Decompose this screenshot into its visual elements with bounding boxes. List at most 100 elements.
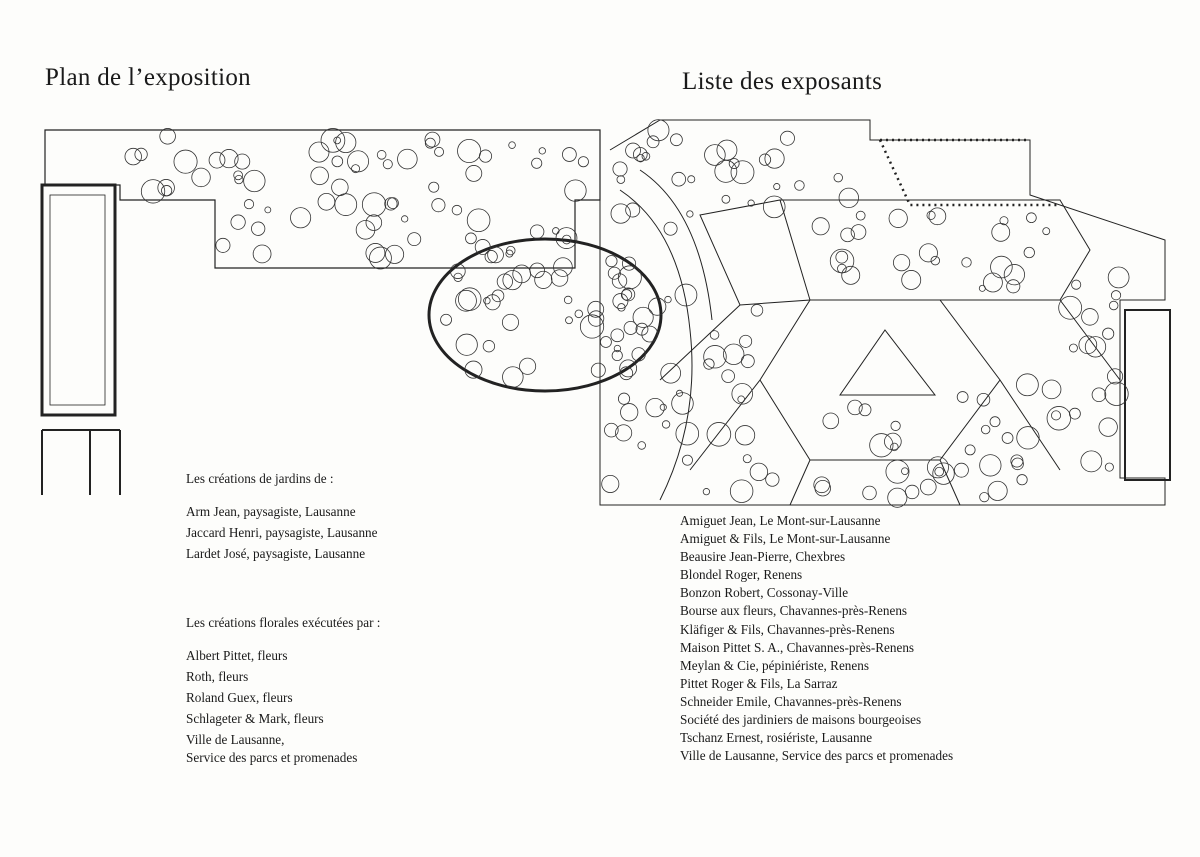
tree-symbol — [243, 169, 266, 193]
tree-symbol — [424, 131, 441, 148]
exhibitor-item: Blondel Roger, Renens — [680, 567, 803, 583]
tree-symbol — [663, 221, 678, 236]
tree-symbol — [979, 454, 1002, 477]
tree-symbol — [331, 155, 344, 168]
tree-symbol — [989, 416, 1001, 428]
tree-symbol — [794, 180, 805, 191]
tree-symbol — [976, 392, 991, 407]
tree-symbol — [934, 466, 945, 477]
tree-symbol — [622, 256, 637, 271]
tree-symbol — [983, 272, 1003, 293]
tree-symbol — [840, 227, 855, 243]
tree-symbol — [888, 208, 908, 228]
tree-symbol — [869, 433, 894, 458]
tree-symbol — [885, 459, 910, 484]
tree-symbol — [455, 289, 477, 312]
tree-symbol — [230, 214, 246, 230]
tree-symbol — [660, 362, 682, 384]
floral-creators-section: Les créations florales exécutées par : A… — [186, 612, 380, 766]
tree-symbol — [590, 362, 606, 378]
tree-symbol — [702, 488, 711, 496]
tree-symbol — [605, 255, 618, 268]
tree-symbol — [822, 412, 840, 430]
tree-symbol — [813, 476, 831, 494]
tree-symbol — [482, 340, 496, 353]
tree-symbol — [233, 170, 243, 181]
list-item: Service des parcs et promenades — [186, 750, 358, 765]
tree-symbol — [458, 287, 482, 311]
tree-symbol — [464, 360, 483, 379]
tree-symbol — [365, 243, 386, 263]
section-heading: Les créations florales exécutées par : — [186, 615, 381, 630]
tree-symbol — [376, 150, 387, 160]
tree-symbol — [623, 320, 638, 335]
tree-symbol — [1051, 410, 1062, 421]
tree-symbol — [483, 297, 491, 305]
section-heading: Les créations de jardins de : — [186, 471, 334, 486]
tree-symbol — [841, 265, 861, 285]
tree-symbol — [538, 147, 546, 155]
tree-symbol — [926, 456, 949, 479]
tree-symbol — [890, 420, 901, 431]
tree-symbol — [722, 343, 745, 366]
tree-symbol — [552, 227, 560, 235]
tree-symbol — [450, 263, 466, 279]
tree-symbol — [765, 472, 780, 487]
tree-symbol — [140, 179, 166, 204]
tree-symbol — [612, 161, 628, 177]
tree-symbol — [1001, 432, 1014, 444]
tree-symbol — [333, 136, 341, 145]
exhibitor-item: Amiguet & Fils, Le Mont-sur-Lausanne — [680, 531, 891, 547]
tree-symbol — [243, 199, 255, 210]
tree-symbol — [932, 462, 955, 485]
exhibitor-item: Kläfiger & Fils, Chavannes-près-Renens — [680, 621, 895, 637]
tree-symbol — [555, 227, 578, 249]
tree-symbol — [604, 422, 619, 438]
tree-symbol — [814, 479, 831, 497]
tree-symbol — [762, 195, 786, 219]
tree-symbol — [687, 175, 696, 184]
tree-symbol — [704, 144, 726, 166]
tree-symbol — [926, 210, 936, 220]
tree-symbol — [577, 156, 589, 168]
tree-symbol — [676, 389, 683, 397]
tree-symbol — [424, 137, 436, 149]
tree-symbol — [742, 454, 752, 464]
exhibitor-item: Ville de Lausanne, Service des parcs et … — [680, 748, 954, 764]
tree-symbol — [1016, 373, 1039, 397]
tree-symbol — [600, 336, 612, 348]
exhibitor-item: Tschanz Ernest, rosiériste, Lausanne — [680, 730, 873, 746]
exhibitor-item: Pittet Roger & Fils, La Sarraz — [680, 675, 838, 691]
tree-symbol — [290, 207, 312, 229]
left-page-title: Plan de l’exposition — [45, 64, 251, 91]
tree-symbol — [721, 194, 731, 204]
exhibitor-item: Société des jardiniers de maisons bourge… — [680, 712, 922, 728]
tree-symbol — [686, 210, 694, 218]
tree-symbol — [331, 178, 349, 197]
tree-symbol — [574, 309, 584, 319]
tree-symbol — [1098, 417, 1118, 437]
tree-symbol — [659, 403, 667, 411]
tree-symbol — [347, 150, 370, 173]
tree-symbol — [465, 165, 483, 182]
tree-symbol — [351, 164, 361, 174]
tree-symbol — [1069, 407, 1081, 420]
tree-symbol — [234, 153, 251, 170]
list-item: Ville de Lausanne, — [186, 732, 285, 747]
tree-symbol — [641, 325, 659, 343]
tree-symbol — [619, 366, 634, 381]
tree-symbol — [964, 444, 976, 456]
tree-symbol — [1058, 295, 1083, 320]
tree-symbol — [855, 210, 866, 221]
list-item: Roth, fleurs — [186, 669, 249, 684]
tree-symbol — [978, 284, 986, 292]
tree-symbol — [613, 344, 622, 353]
tree-symbol — [625, 202, 641, 218]
tree-symbol — [384, 197, 398, 211]
tree-symbol — [739, 334, 753, 348]
tree-symbol — [646, 135, 660, 149]
tree-symbol — [320, 128, 346, 153]
tree-symbol — [564, 179, 587, 202]
tree-symbol — [252, 244, 272, 264]
tree-symbol — [369, 246, 392, 270]
